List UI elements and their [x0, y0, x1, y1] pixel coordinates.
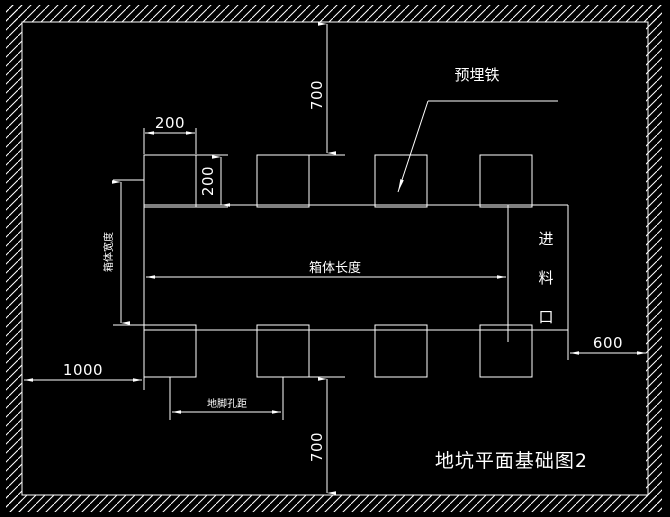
- feed-inlet-label: 进 料 口: [538, 230, 553, 326]
- dimension-left-1000: [24, 330, 145, 390]
- embedded-plate-row-top: [143, 154, 533, 208]
- embedded-plate: [256, 154, 310, 208]
- dimension-bottom-700: [309, 376, 345, 495]
- embedded-plate-row-bottom: [143, 324, 533, 378]
- drawing-title: 地坑平面基础图2: [435, 450, 588, 472]
- embedded-iron-label: 预埋铁: [454, 66, 499, 84]
- feed-inlet-char-1: 进: [538, 230, 553, 248]
- dimension-plate-height-200: [196, 154, 230, 208]
- embedded-plate: [256, 324, 310, 378]
- dimension-left-1000-text: 1000: [63, 361, 103, 379]
- pit-wall-hatching: [6, 5, 662, 512]
- embedded-plate: [143, 154, 197, 208]
- embedded-plate: [479, 324, 533, 378]
- embedded-plate: [143, 324, 197, 378]
- dimension-box-width: [112, 179, 144, 326]
- dimension-right-600: [567, 330, 646, 360]
- embedded-iron-leader: [397, 100, 558, 193]
- embedded-plate: [374, 324, 428, 378]
- machine-box-outline: [143, 204, 508, 331]
- embedded-plate: [374, 154, 428, 208]
- embedded-plate: [479, 154, 533, 208]
- feed-inlet-outline: [507, 204, 569, 342]
- dimension-bottom-700-text: 700: [308, 432, 326, 462]
- dimension-box-length-text: 箱体长度: [309, 260, 361, 276]
- dimension-plate-height-200-text: 200: [199, 166, 217, 196]
- dimension-plate-width-200-text: 200: [155, 114, 185, 132]
- dimension-plate-width-200: [143, 128, 197, 154]
- feed-inlet-char-2: 料: [538, 269, 553, 287]
- dimension-top-700: [309, 22, 345, 156]
- dimension-box-width-text: 箱体宽度: [102, 232, 115, 272]
- pit-outline: [21, 21, 649, 496]
- dimension-right-600-text: 600: [593, 334, 623, 352]
- dimension-top-700-text: 700: [308, 80, 326, 110]
- dimension-anchor-hole-spacing-text: 地脚孔距: [207, 397, 247, 410]
- dimension-anchor-hole-spacing: [169, 377, 284, 420]
- feed-inlet-char-3: 口: [538, 308, 553, 326]
